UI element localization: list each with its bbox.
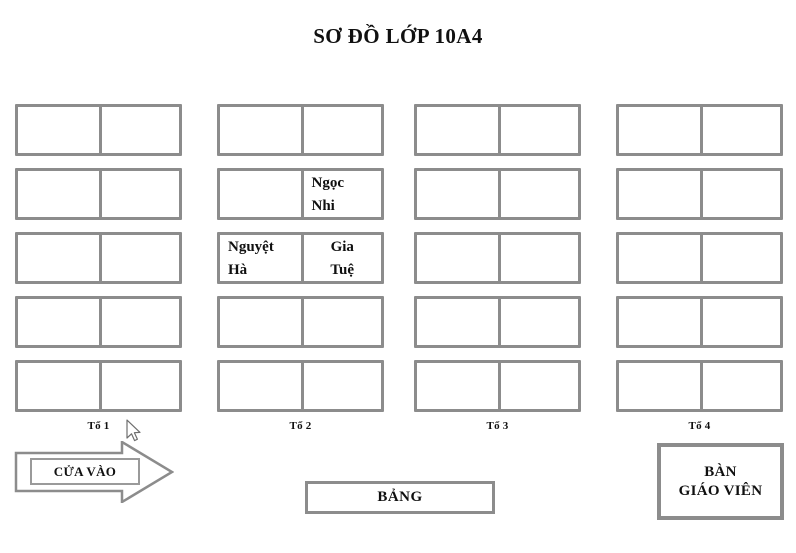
desk-row[interactable] <box>15 360 182 412</box>
entrance-marker: CỬA VÀO <box>14 441 174 503</box>
entrance-label-box: CỬA VÀO <box>30 458 140 485</box>
seat-g2-r5-left[interactable] <box>220 363 301 409</box>
seat-g4-r1-right[interactable] <box>699 107 780 153</box>
desk-row[interactable] <box>616 168 783 220</box>
group-label-1: Tổ 1 <box>87 420 110 432</box>
seat-g3-r3-right[interactable] <box>497 235 578 281</box>
seat-g1-r2-left[interactable] <box>18 171 99 217</box>
seat-g4-r4-left[interactable] <box>619 299 700 345</box>
seat-name-line2: Hà <box>228 262 248 278</box>
desk-group-4 <box>616 104 783 414</box>
desk-row[interactable] <box>217 360 384 412</box>
entrance-label: CỬA VÀO <box>53 463 117 479</box>
desk-row[interactable] <box>15 104 182 156</box>
group-label-4: Tổ 4 <box>688 420 711 432</box>
desk-group-1 <box>15 104 182 414</box>
seat-g2-r1-right[interactable] <box>300 107 381 153</box>
seat-g1-r3-right[interactable] <box>98 235 179 281</box>
group-label-3: Tổ 3 <box>486 420 509 432</box>
seat-g2-r1-left[interactable] <box>220 107 301 153</box>
seat-name-line1: Nguyệt <box>228 239 274 255</box>
blackboard-label: BẢNG <box>377 489 423 505</box>
desk-row[interactable] <box>414 232 581 284</box>
seat-g3-r3-left[interactable] <box>417 235 498 281</box>
seat-g1-r1-left[interactable] <box>18 107 99 153</box>
seat-g4-r2-left[interactable] <box>619 171 700 217</box>
seat-g3-r5-left[interactable] <box>417 363 498 409</box>
seat-g3-r2-right[interactable] <box>497 171 578 217</box>
seat-g1-r5-left[interactable] <box>18 363 99 409</box>
page-title: SƠ ĐỒ LỚP 10A4 <box>313 24 483 48</box>
desk-row[interactable] <box>15 296 182 348</box>
seat-g4-r5-right[interactable] <box>699 363 780 409</box>
desk-row[interactable] <box>15 168 182 220</box>
seat-g1-r3-left[interactable] <box>18 235 99 281</box>
seat-g2-r4-right[interactable] <box>300 299 381 345</box>
seat-g4-r3-left[interactable] <box>619 235 700 281</box>
seat-name-line1: Gia <box>330 239 354 255</box>
group-label-2: Tổ 2 <box>289 420 312 432</box>
desk-row[interactable] <box>616 104 783 156</box>
desk-row[interactable] <box>616 232 783 284</box>
desk-row[interactable] <box>414 168 581 220</box>
seat-g4-r2-right[interactable] <box>699 171 780 217</box>
seat-g2-r5-right[interactable] <box>300 363 381 409</box>
seat-g1-r4-right[interactable] <box>98 299 179 345</box>
seat-g4-r1-left[interactable] <box>619 107 700 153</box>
seat-g4-r3-right[interactable] <box>699 235 780 281</box>
teacher-desk: BÀN GIÁO VIÊN <box>657 443 784 520</box>
seat-g1-r4-left[interactable] <box>18 299 99 345</box>
seat-g3-r4-right[interactable] <box>497 299 578 345</box>
desk-row[interactable] <box>616 360 783 412</box>
desk-row[interactable] <box>217 104 384 156</box>
teacher-desk-label-line2: GIÁO VIÊN <box>678 482 763 499</box>
seat-name-line2: Tuệ <box>330 262 355 278</box>
seat-g1-r2-right[interactable] <box>98 171 179 217</box>
seat-g3-r4-left[interactable] <box>417 299 498 345</box>
desk-row[interactable] <box>414 104 581 156</box>
seat-name-line1: Ngọc <box>311 175 345 191</box>
seat-g2-r4-left[interactable] <box>220 299 301 345</box>
desk-row[interactable] <box>616 296 783 348</box>
seat-g4-r5-left[interactable] <box>619 363 700 409</box>
teacher-desk-label-line1: BÀN <box>704 463 737 480</box>
seat-g3-r2-left[interactable] <box>417 171 498 217</box>
desk-row[interactable] <box>15 232 182 284</box>
seat-g4-r4-right[interactable] <box>699 299 780 345</box>
seat-name-line2: Nhi <box>311 198 335 214</box>
seat-g1-r1-right[interactable] <box>98 107 179 153</box>
desk-row[interactable] <box>414 296 581 348</box>
blackboard: BẢNG <box>305 481 495 514</box>
seat-g1-r5-right[interactable] <box>98 363 179 409</box>
desk-row[interactable] <box>414 360 581 412</box>
seat-g3-r5-right[interactable] <box>497 363 578 409</box>
seat-g2-r2-left[interactable] <box>220 171 301 217</box>
seat-g3-r1-right[interactable] <box>497 107 578 153</box>
desk-group-3 <box>414 104 581 414</box>
seat-g3-r1-left[interactable] <box>417 107 498 153</box>
desk-row[interactable] <box>217 296 384 348</box>
